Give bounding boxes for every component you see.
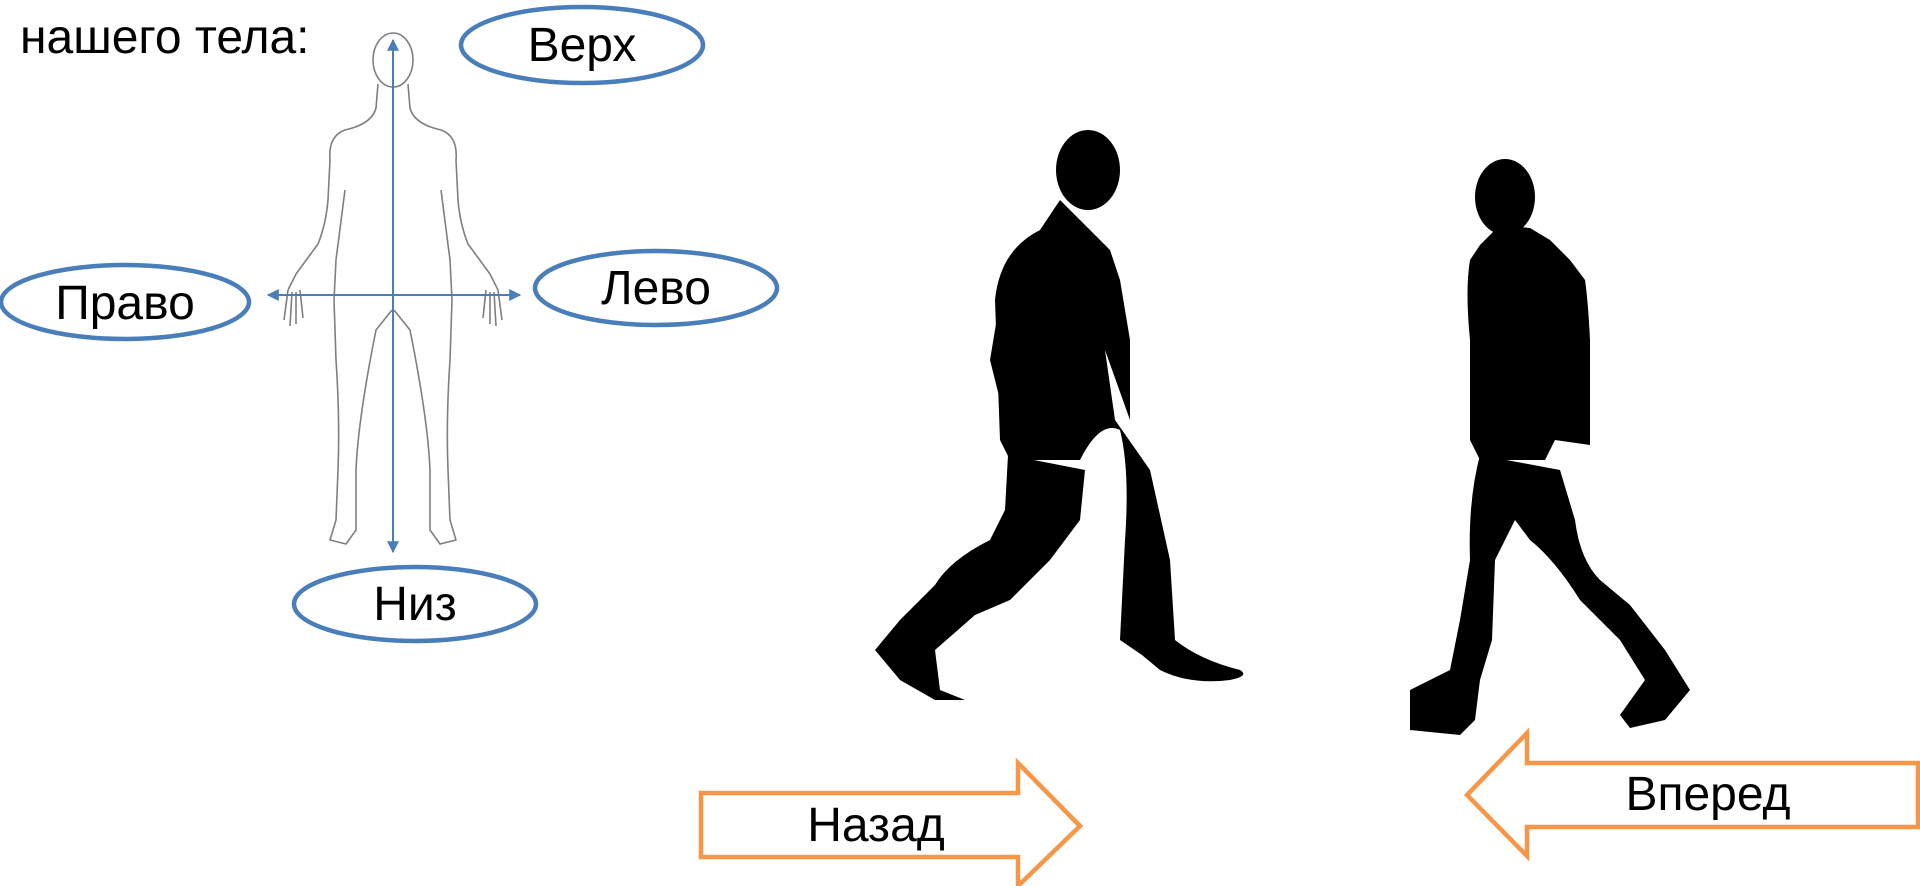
label-forward: Вперед [1625,768,1791,821]
label-left: Лево [601,262,711,315]
slide-heading-fragment: нашего тела: [20,11,310,64]
down-oval [291,564,539,644]
human-body-outline-icon [283,32,503,545]
left-block-arrow-icon [1463,727,1920,862]
walking-person-silhouette-icon [1410,159,1690,735]
label-back: Назад [807,799,945,852]
right-oval [0,262,252,342]
label-down: Низ [373,578,457,631]
label-up: Верх [527,19,637,72]
walking-person-silhouette-icon [875,130,1244,700]
left-oval [532,248,780,328]
up-oval [458,4,706,86]
right-block-arrow-icon [698,757,1084,886]
label-right: Право [55,277,195,330]
